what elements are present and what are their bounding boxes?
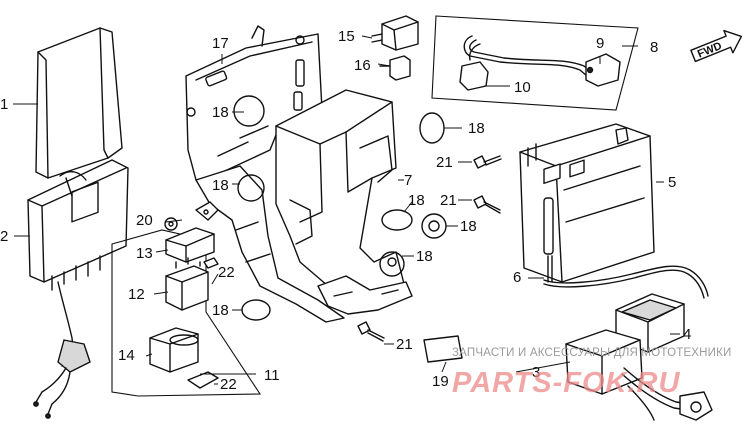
watermark-site-name: PARTS-FOK.RU: [452, 367, 680, 399]
part-label-18-b: 18: [212, 177, 229, 194]
part-label-21-c: 21: [396, 336, 413, 353]
part-label-22-a: 22: [218, 264, 235, 281]
part-label-18-f: 18: [416, 248, 433, 265]
part-label-22-b: 22: [220, 376, 237, 393]
electrical-mounting-plate: [185, 25, 345, 323]
part-label-4: 4: [683, 326, 691, 343]
caution-label: [423, 335, 463, 363]
part-label-18-g: 18: [212, 302, 229, 319]
forward-direction-marker: FWD: [690, 29, 743, 63]
part-label-7: 7: [404, 172, 412, 189]
part-label-13: 13: [136, 245, 153, 262]
part-label-11: 11: [264, 367, 280, 384]
part-label-18-a: 18: [212, 104, 229, 121]
fwd-label: FWD: [696, 40, 724, 61]
rubber-cushion-parts: [241, 112, 447, 321]
part-label-2: 2: [0, 228, 8, 245]
battery-cable-group: [431, 15, 639, 111]
mounting-bolts: [357, 155, 502, 342]
watermark: ЗАПЧАСТИ И АКСЕССУАРЫ ДЛЯ МОТОТЕХНИКИ PA…: [452, 347, 732, 399]
part-label-18-c: 18: [468, 120, 485, 137]
part-label-21-b: 21: [440, 192, 457, 209]
part-label-8: 8: [650, 39, 658, 56]
part-label-17: 17: [212, 35, 229, 52]
part-label-18-d: 18: [408, 192, 425, 209]
part-label-5: 5: [668, 174, 676, 191]
part-label-6: 6: [513, 269, 521, 286]
watermark-subtitle: ЗАПЧАСТИ И АКСЕССУАРЫ ДЛЯ МОТОТЕХНИКИ: [452, 347, 732, 359]
part-label-9: 9: [596, 35, 604, 52]
battery: [519, 123, 655, 283]
control-unit-box: [27, 159, 129, 419]
part-label-15: 15: [338, 28, 355, 45]
breather-tube: [543, 197, 709, 299]
part-label-16: 16: [354, 57, 371, 74]
battery-holder: [275, 89, 413, 315]
part-number-labels: 1 2 3 4 5 6 7 8 9 10 11 12 13 14 15 16 1…: [0, 28, 691, 393]
part-label-3: 3: [532, 364, 540, 381]
part-label-20: 20: [136, 212, 153, 229]
regulator-rectifier: [565, 329, 713, 421]
part-label-10: 10: [514, 79, 531, 96]
part-label-14: 14: [118, 347, 135, 364]
relay-and-connector: [371, 15, 419, 81]
part-label-1: 1: [0, 96, 8, 113]
part-label-21-a: 21: [436, 154, 453, 171]
leader-lines: [13, 35, 680, 385]
part-label-12: 12: [128, 286, 145, 303]
part-label-19: 19: [432, 373, 449, 390]
control-unit-cover: [35, 27, 123, 179]
part-label-18-e: 18: [460, 218, 477, 235]
starter-relay-group: [111, 201, 262, 397]
